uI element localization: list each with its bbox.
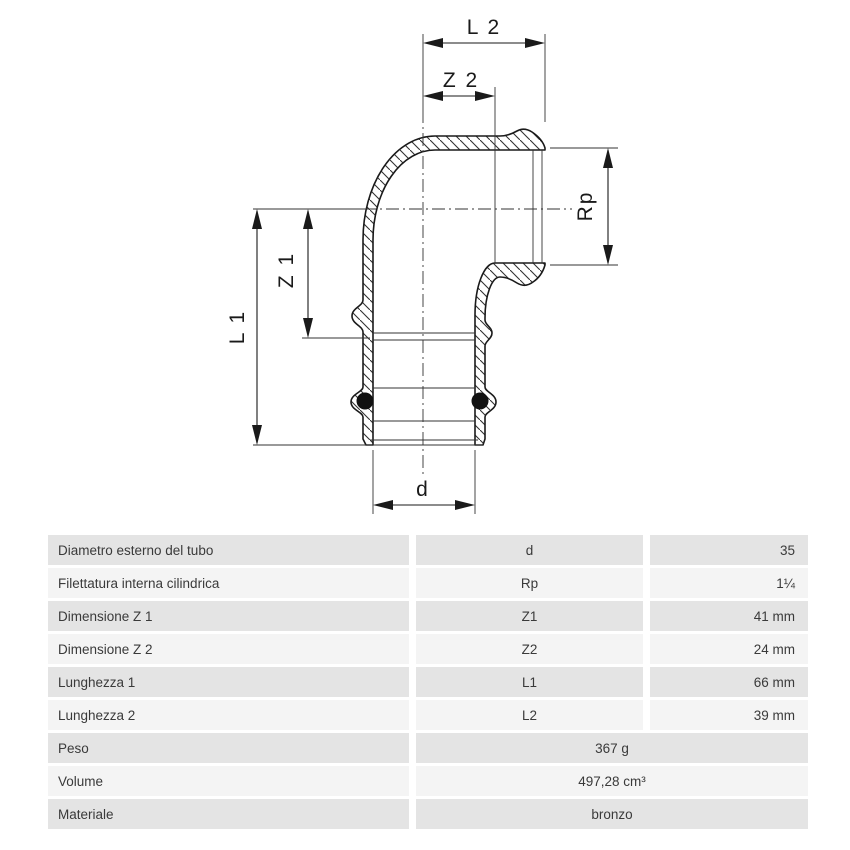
table-row-diametro: Diametro esterno del tubo d 35 xyxy=(48,535,808,565)
table-row-lunghezza-1: Lunghezza 1 L1 66 mm xyxy=(48,667,808,697)
dim-label-l1: L 1 xyxy=(226,310,249,344)
spec-value: 497,28 cm³ xyxy=(416,766,808,796)
dim-label-l2: L 2 xyxy=(467,16,501,39)
dimension-lines xyxy=(252,38,613,510)
spec-value: 367 g xyxy=(416,733,808,763)
spec-label: Dimensione Z 2 xyxy=(48,634,409,664)
table-row-materiale: Materiale bronzo xyxy=(48,799,808,829)
dim-label-rp: Rp xyxy=(574,191,597,222)
spec-symbol: Z1 xyxy=(416,601,643,631)
spec-label: Volume xyxy=(48,766,409,796)
dim-label-z1: Z 1 xyxy=(275,252,298,288)
spec-symbol: L2 xyxy=(416,700,643,730)
spec-value: 66 mm xyxy=(650,667,808,697)
table-row-volume: Volume 497,28 cm³ xyxy=(48,766,808,796)
spec-symbol: L1 xyxy=(416,667,643,697)
o-ring-right xyxy=(471,392,489,410)
centerlines xyxy=(340,110,572,478)
spec-label: Dimensione Z 1 xyxy=(48,601,409,631)
table-row-dimensione-z2: Dimensione Z 2 Z2 24 mm xyxy=(48,634,808,664)
spec-value: 35 xyxy=(650,535,808,565)
elbow-inner-wall xyxy=(474,262,546,446)
dim-label-d: d xyxy=(416,478,430,501)
spec-label: Filettatura interna cilindrica xyxy=(48,568,409,598)
spec-label: Diametro esterno del tubo xyxy=(48,535,409,565)
spec-label: Lunghezza 1 xyxy=(48,667,409,697)
spec-value: 1¼ xyxy=(650,568,808,598)
spec-table: Diametro esterno del tubo d 35 Filettatu… xyxy=(48,535,808,832)
dim-label-z2: Z 2 xyxy=(443,69,479,92)
technical-drawing: L 2 Z 2 Rp Z 1 L 1 d xyxy=(226,16,618,514)
internal-edges xyxy=(366,150,543,446)
extension-lines xyxy=(253,34,618,514)
table-row-dimensione-z1: Dimensione Z 1 Z1 41 mm xyxy=(48,601,808,631)
elbow-outer-wall xyxy=(350,128,546,446)
spec-label: Peso xyxy=(48,733,409,763)
spec-symbol: Z2 xyxy=(416,634,643,664)
spec-symbol: d xyxy=(416,535,643,565)
spec-value: bronzo xyxy=(416,799,808,829)
table-row-filettatura: Filettatura interna cilindrica Rp 1¼ xyxy=(48,568,808,598)
spec-value: 41 mm xyxy=(650,601,808,631)
spec-value: 39 mm xyxy=(650,700,808,730)
table-row-peso: Peso 367 g xyxy=(48,733,808,763)
spec-symbol: Rp xyxy=(416,568,643,598)
spec-label: Materiale xyxy=(48,799,409,829)
spec-label: Lunghezza 2 xyxy=(48,700,409,730)
spec-value: 24 mm xyxy=(650,634,808,664)
table-row-lunghezza-2: Lunghezza 2 L2 39 mm xyxy=(48,700,808,730)
o-ring-left xyxy=(356,392,374,410)
